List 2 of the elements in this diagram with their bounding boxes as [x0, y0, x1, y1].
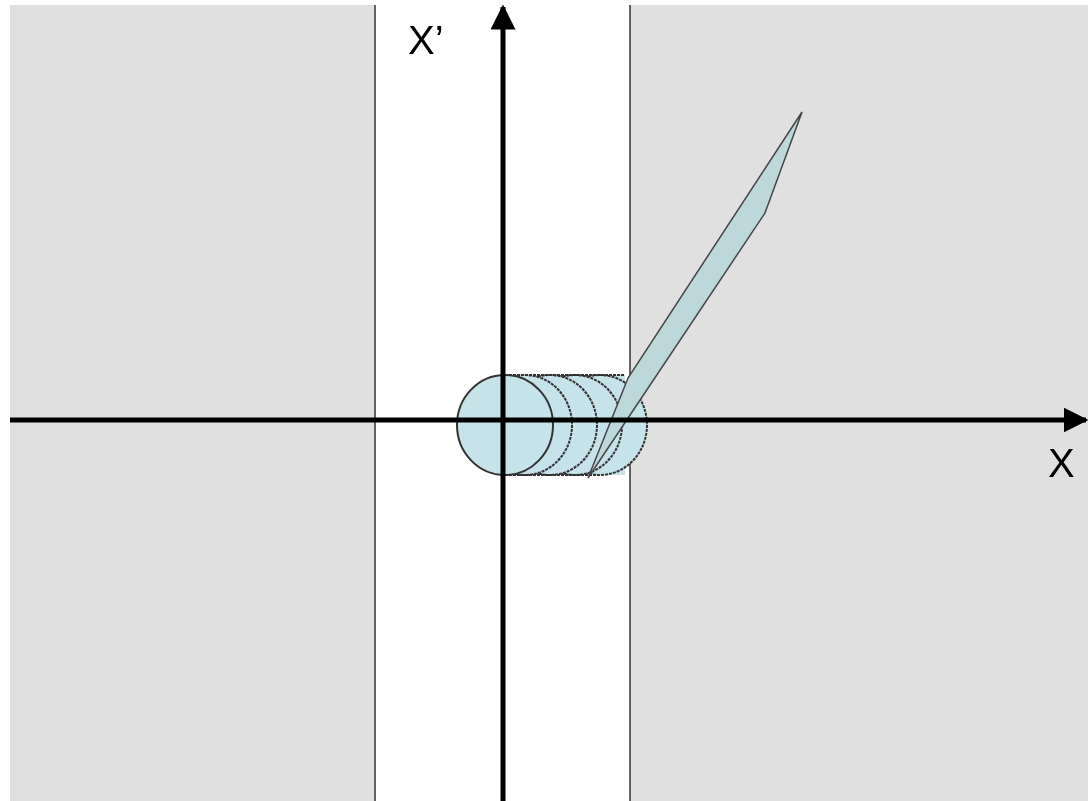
- axis-label: X: [1048, 443, 1075, 483]
- axis-label: X’: [408, 20, 444, 60]
